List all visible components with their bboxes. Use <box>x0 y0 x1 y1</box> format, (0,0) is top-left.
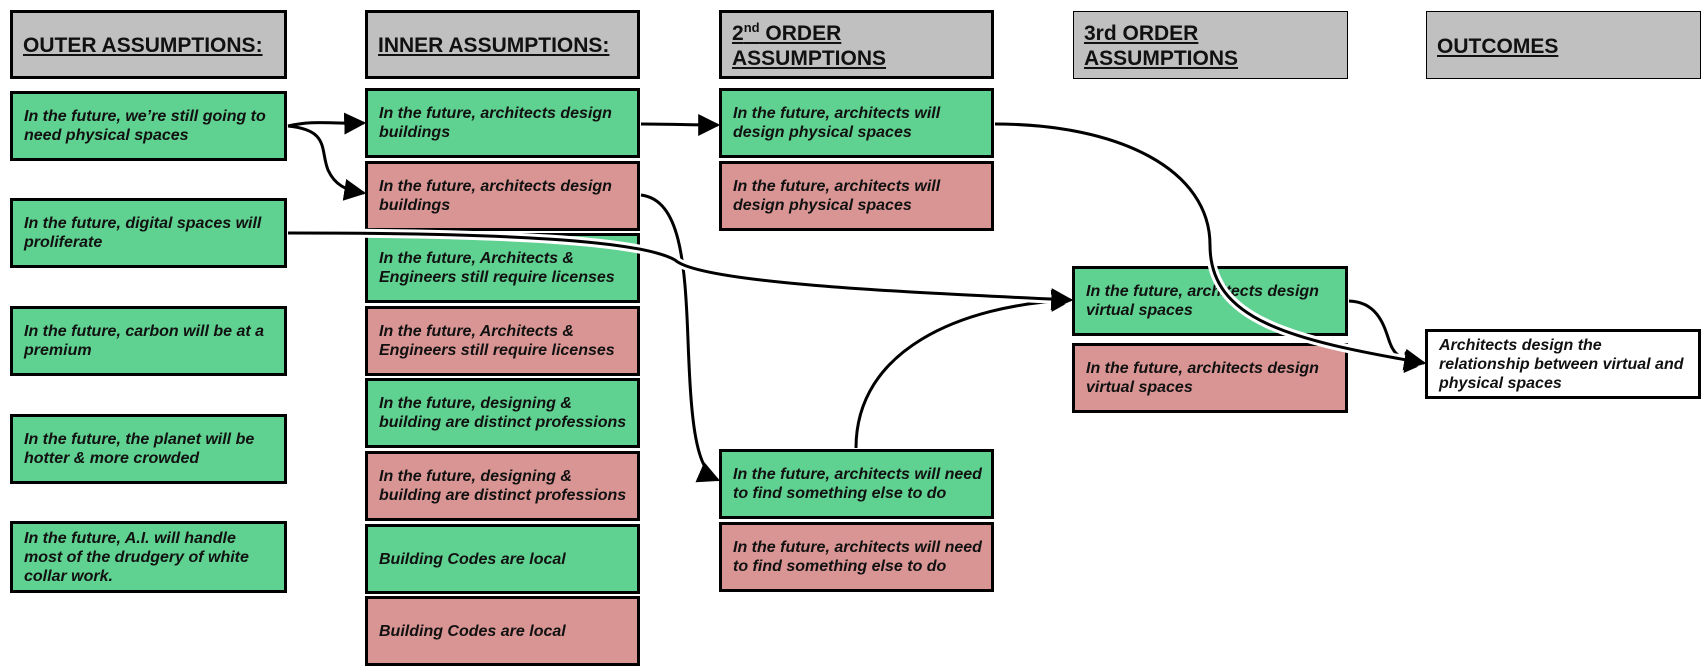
header-second-order-label: 2nd ORDER ASSUMPTIONS <box>732 19 887 70</box>
connector-arrow <box>854 289 1074 449</box>
second-order-box: In the future, architects will design ph… <box>719 161 994 231</box>
outer-assumption-box: In the future, the planet will be hotter… <box>10 414 287 484</box>
inner-assumption-box: In the future, architects design buildin… <box>365 88 640 158</box>
connector-arrow <box>640 193 721 483</box>
header-outer-assumptions: OUTER ASSUMPTIONS: <box>10 10 287 79</box>
header-outcomes: OUTCOMES <box>1426 11 1701 79</box>
outer-assumption-box: In the future, digital spaces will proli… <box>10 198 287 268</box>
connector-arrow <box>1348 299 1427 373</box>
header-outer-label: OUTER ASSUMPTIONS: <box>23 34 263 57</box>
header-second-order-assumptions: 2nd ORDER ASSUMPTIONS <box>719 10 994 79</box>
connector-arrow <box>640 113 721 136</box>
connector-arrow <box>287 112 367 135</box>
outer-assumption-box: In the future, we’re still going to need… <box>10 91 287 161</box>
inner-assumption-box: In the future, Architects & Engineers st… <box>365 233 640 303</box>
inner-assumption-box: In the future, designing & building are … <box>365 378 640 448</box>
header-inner-assumptions: INNER ASSUMPTIONS: <box>365 10 640 79</box>
connector-arrow <box>287 124 367 201</box>
outcome-box: Architects design the relationship betwe… <box>1425 329 1701 399</box>
header-inner-label: INNER ASSUMPTIONS: <box>378 34 610 57</box>
outer-assumption-box: In the future, carbon will be at a premi… <box>10 306 287 376</box>
inner-assumption-box: In the future, Architects & Engineers st… <box>365 306 640 376</box>
header-third-order-label: 3rd ORDER ASSUMPTIONS <box>1084 22 1239 70</box>
third-order-box: In the future, architects design virtual… <box>1072 343 1348 413</box>
second-order-box: In the future, architects will design ph… <box>719 88 994 158</box>
inner-assumption-box: In the future, architects design buildin… <box>365 161 640 231</box>
second-order-box: In the future, architects will need to f… <box>719 522 994 592</box>
third-order-box: In the future, architects design virtual… <box>1072 266 1348 336</box>
inner-assumption-box: Building Codes are local <box>365 596 640 666</box>
header-outcomes-label: OUTCOMES <box>1437 34 1559 58</box>
second-order-box: In the future, architects will need to f… <box>719 449 994 519</box>
header-third-order-assumptions: 3rd ORDER ASSUMPTIONS <box>1073 11 1348 79</box>
inner-assumption-box: In the future, designing & building are … <box>365 451 640 521</box>
inner-assumption-box: Building Codes are local <box>365 524 640 594</box>
outer-assumption-box: In the future, A.I. will handle most of … <box>10 521 287 593</box>
